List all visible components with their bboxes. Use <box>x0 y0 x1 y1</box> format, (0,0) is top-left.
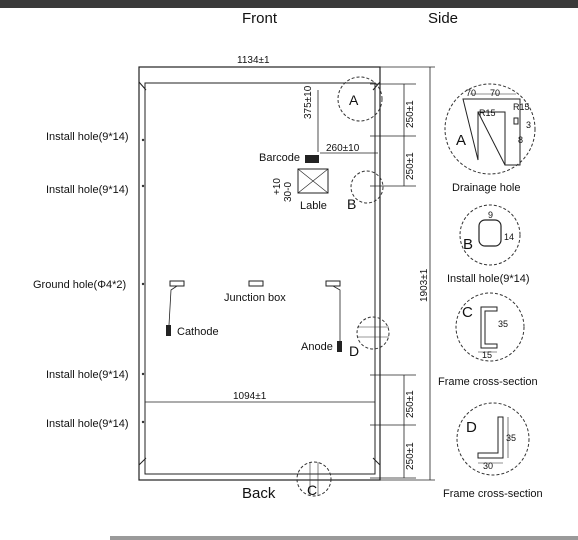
marker-b: B <box>347 196 357 212</box>
barcode-offset-dim: 375±10 <box>303 85 314 119</box>
label-box <box>297 168 329 194</box>
detail-a-r1: R15 <box>479 108 496 118</box>
bottom-bar <box>110 536 578 540</box>
junction-box-left <box>169 280 185 287</box>
detail-d-h: 35 <box>506 433 517 443</box>
junction-box-right <box>325 280 341 287</box>
anode-label: Anode <box>301 341 333 353</box>
anode-connector <box>337 341 342 352</box>
install-hole-label-2: Install hole(9*14) <box>46 184 129 196</box>
detail-a-caption: Drainage hole <box>452 182 521 194</box>
marker-d-circle <box>356 316 390 350</box>
detail-c-caption: Frame cross-section <box>438 376 538 388</box>
marker-d: D <box>349 343 360 359</box>
detail-b-caption: Install hole(9*14) <box>447 273 530 285</box>
hole-spacing-dim-1: 250±1 <box>405 100 416 128</box>
install-hole-label-4: Install hole(9*14) <box>46 418 129 430</box>
detail-c-letter: C <box>462 304 473 321</box>
cathode-connector <box>166 325 171 336</box>
detail-a-dim2: 70 <box>490 88 501 98</box>
marker-a-circle <box>337 76 383 122</box>
detail-d-w: 30 <box>483 461 494 471</box>
ground-hole-label: Ground hole(Φ4*2) <box>33 279 127 291</box>
top-bar <box>0 0 578 8</box>
detail-c-h: 35 <box>498 319 509 329</box>
marker-c-circle <box>296 461 332 497</box>
detail-a-circle <box>444 83 536 175</box>
detail-c-w: 15 <box>482 350 493 360</box>
install-holes <box>141 138 145 424</box>
height-dim: 1903±1 <box>419 268 430 302</box>
label-size-dim: 30-0 <box>283 181 294 202</box>
detail-a-letter: A <box>456 132 467 149</box>
detail-a-r2: R15 <box>513 102 530 112</box>
barcode-label: Barcode <box>259 152 300 164</box>
detail-c-circle <box>455 292 525 362</box>
label-offset-dim: 260±10 <box>326 143 360 154</box>
hole-spacing-dim-4: 250±1 <box>405 442 416 470</box>
detail-b-w: 9 <box>488 210 494 220</box>
install-hole-label-1: Install hole(9*14) <box>46 131 129 143</box>
junction-box-center <box>248 280 264 287</box>
hole-spacing-dim-3: 250±1 <box>405 390 416 418</box>
junction-box-label: Junction box <box>224 292 286 304</box>
panel-inner-frame <box>144 82 376 475</box>
panel-frame <box>138 66 381 481</box>
install-hole-label-3: Install hole(9*14) <box>46 369 129 381</box>
detail-a-dim1: 70 <box>466 88 477 98</box>
detail-a-d8: 8 <box>518 135 524 145</box>
detail-b-circle <box>459 204 521 266</box>
detail-d-caption: Frame cross-section <box>443 488 543 500</box>
cathode-label: Cathode <box>177 326 219 338</box>
detail-d-circle <box>456 402 530 476</box>
detail-d-letter: D <box>466 419 477 436</box>
detail-b-h: 14 <box>504 232 515 242</box>
width-inner-dim: 1094±1 <box>233 391 267 402</box>
side-title: Side <box>428 10 459 27</box>
marker-c: C <box>307 482 318 498</box>
width-top-dim: 1134±1 <box>237 55 270 66</box>
lable-label: Lable <box>300 200 327 212</box>
hole-spacing-dim-2: 250±1 <box>405 152 416 180</box>
detail-a-d3: 3 <box>526 120 532 130</box>
marker-a: A <box>349 92 359 108</box>
label-tol-dim: +10 <box>272 178 283 195</box>
barcode <box>305 155 319 163</box>
detail-b-letter: B <box>463 236 474 253</box>
back-title: Back <box>242 485 276 502</box>
front-title: Front <box>242 10 278 27</box>
marker-b-circle <box>350 170 384 204</box>
